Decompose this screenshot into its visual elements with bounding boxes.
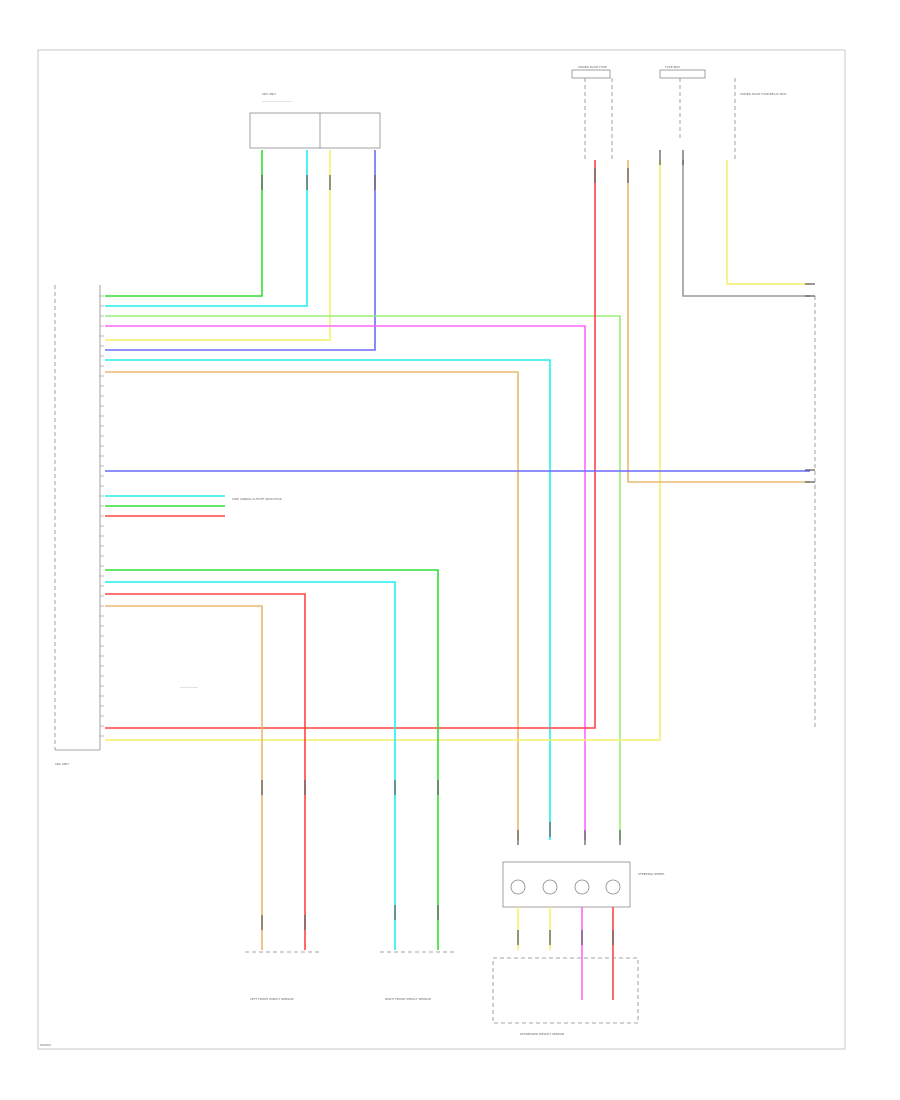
wire-gray-right: [682, 160, 810, 297]
right-sensor-label: RIGHT FRONT IMPACT SENSOR: [385, 997, 431, 1001]
passenger-weight-box: [492, 957, 639, 1024]
wire-red-lower: [105, 593, 306, 950]
fuse-note-label: UNDER-DASH FUSE/RELAY BOX: [740, 92, 786, 96]
top-module: SRS UNIT ——————————: [249, 92, 381, 149]
wire-cyan-top: [105, 150, 308, 307]
wire-tan-right: [627, 160, 810, 483]
svg-text:——————————: ——————————: [262, 99, 292, 103]
wire-cyan-lower: [105, 581, 396, 950]
left-sensor-label: LEFT FRONT IMPACT SENSOR: [250, 997, 294, 1001]
srs-unit-connector: SRS UNIT: [54, 285, 101, 766]
wire-yellow-right: [105, 160, 661, 741]
wire-pink: [105, 325, 586, 840]
wire-connector-ticks: [261, 150, 815, 945]
wire-yellow-far: [726, 160, 810, 285]
fuse-box-group: UNDER-DASH FUSE FUSE BOX UNDER-DASH FUSE…: [571, 65, 786, 160]
fuse-a-label: UNDER-DASH FUSE: [578, 65, 607, 69]
footer-code: W0000: [40, 1043, 51, 1047]
left-module-label: SRS UNIT: [55, 762, 69, 766]
wire-cyan-long: [105, 359, 551, 840]
wire-green-top: [105, 150, 263, 297]
fuse-b-label: FUSE BOX: [665, 65, 680, 69]
left-front-sensor: LEFT FRONT IMPACT SENSOR: [245, 951, 320, 1001]
connector-pins: [100, 295, 104, 737]
steering-module-label: STEERING WHEEL: [638, 872, 665, 876]
wire-tan-lower: [105, 605, 263, 950]
diagram-frame: [37, 49, 846, 1050]
wire-green-lower: [105, 569, 439, 950]
wire-blue-top: [105, 150, 376, 351]
svg-text:——————: ——————: [180, 685, 198, 689]
top-module-label: SRS UNIT: [262, 92, 276, 96]
side-airbag-label: SIDE AIRBAG CUTOFF INDICATOR: [232, 497, 282, 501]
right-front-sensor: RIGHT FRONT IMPACT SENSOR: [380, 951, 455, 1001]
wire-red-right: [105, 160, 596, 729]
wire-tan-long: [105, 371, 519, 840]
passenger-weight-label: PASSENGER WEIGHT SENSOR: [520, 1032, 564, 1036]
wire-yellow-top: [105, 150, 331, 341]
wire-lightgreen: [105, 315, 621, 840]
steering-module: STEERING WHEEL: [502, 861, 665, 908]
